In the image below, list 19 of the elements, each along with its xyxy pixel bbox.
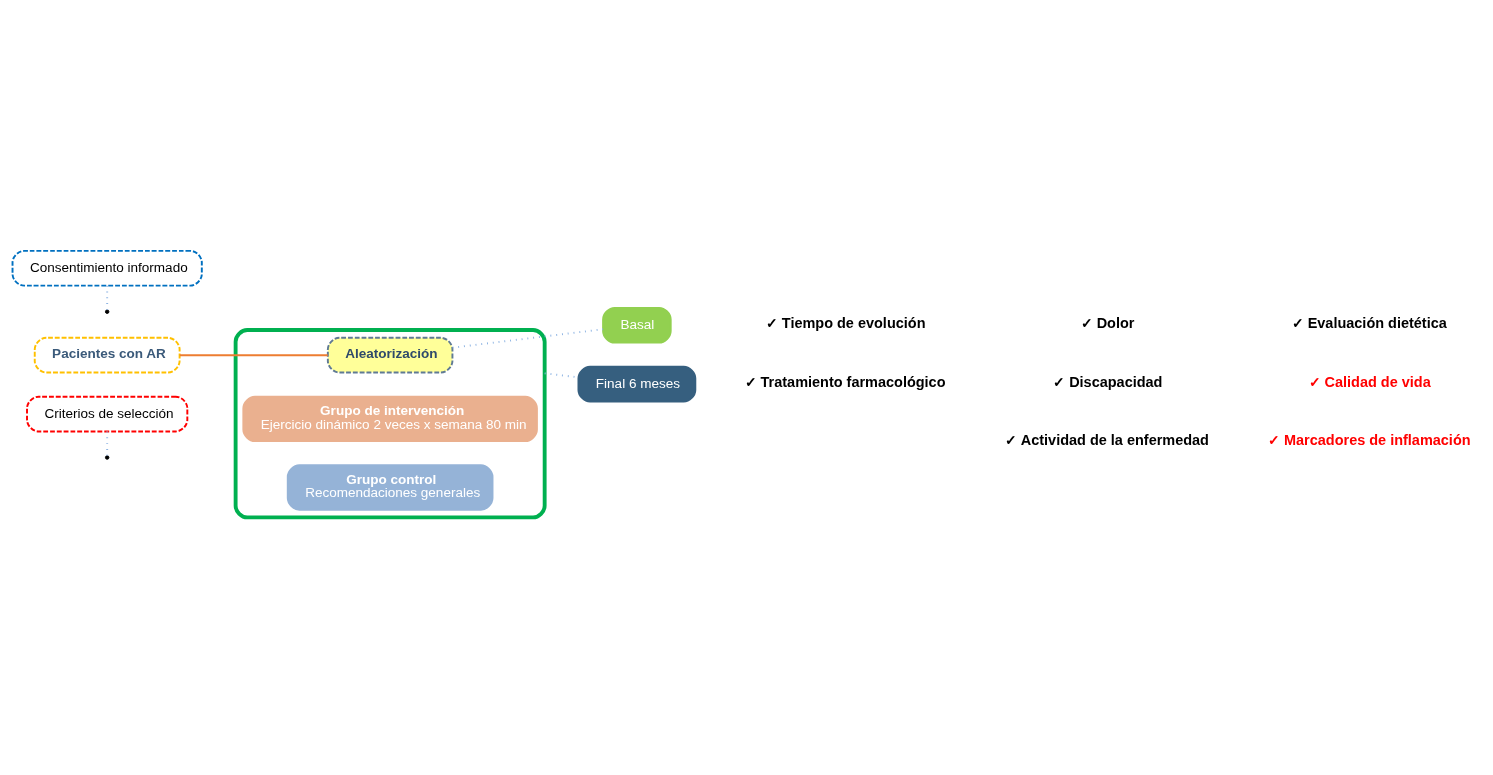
node-box: Aleatorización [326, 336, 454, 373]
label: ✓ Dolor [1080, 314, 1135, 331]
cluster [233, 327, 547, 519]
node-box: Consentimiento informado [11, 249, 203, 287]
label: ✓ Tratamiento farmacológico [744, 373, 946, 390]
label: ✓ Evaluación dietética [1291, 314, 1447, 331]
node-box: Pacientes con AR [33, 336, 181, 373]
connector [106, 284, 109, 311]
node-box: Grupo de intervención Ejercicio dinámico 2 veces x semana 80 min [242, 395, 538, 442]
node-box: Grupo control Recomendaciones generales [286, 463, 494, 511]
connector [178, 353, 329, 356]
label: ✓ Calidad de vida [1308, 373, 1431, 390]
node-box: Criterios de selección [26, 395, 189, 432]
node-box: Final 6 meses [577, 365, 697, 402]
label: ✓ Marcadores de inflamación [1268, 431, 1471, 448]
node-box: Basal [602, 306, 672, 344]
label: ✓ Discapacidad [1053, 373, 1163, 390]
label: ✓ Tiempo de evolución [765, 314, 926, 331]
label: ✓ Actividad de la enfermedad [1005, 431, 1209, 448]
